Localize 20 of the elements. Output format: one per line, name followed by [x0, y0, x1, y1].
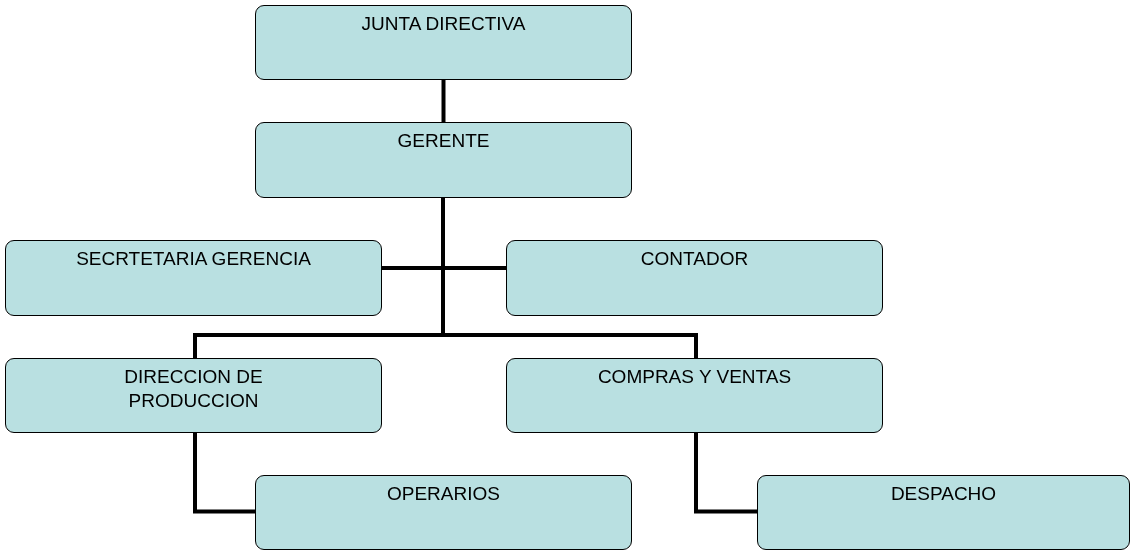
org-box	[255, 122, 632, 198]
org-box	[255, 5, 632, 80]
connector-line	[441, 80, 446, 122]
role-label: DIRECCION DE PRODUCCION	[124, 366, 263, 411]
org-box	[5, 240, 382, 316]
role-label: CONTADOR	[640, 248, 749, 269]
org-box	[255, 475, 632, 550]
connector-line	[441, 198, 698, 358]
role-label: SECRTETARIA GERENCIA	[76, 248, 311, 269]
org-box	[757, 475, 1130, 550]
connector-line	[694, 433, 757, 514]
role-label: DESPACHO	[890, 483, 997, 504]
org-box	[506, 358, 883, 433]
role-label: GERENTE	[397, 130, 490, 151]
org-box	[5, 358, 382, 433]
role-label: COMPRAS Y VENTAS	[597, 366, 792, 387]
role-label: OPERARIOS	[387, 483, 500, 504]
connector-line	[193, 433, 255, 514]
org-box	[506, 240, 883, 316]
role-label: JUNTA DIRECTIVA	[361, 13, 526, 34]
